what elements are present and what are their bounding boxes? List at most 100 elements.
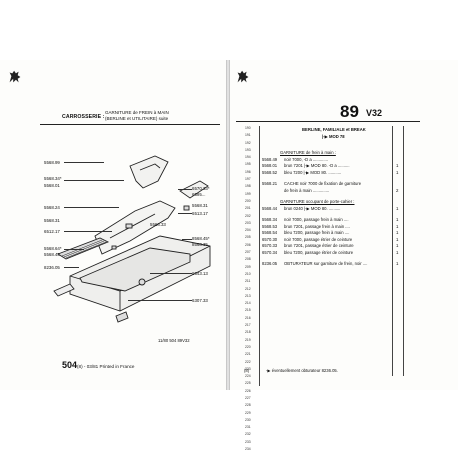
part-quantity: 1	[396, 223, 399, 229]
row-number: 219	[245, 337, 251, 342]
callout-ref: 8568.45*	[192, 236, 210, 241]
part-reference: 5568.54	[262, 230, 278, 235]
book-spine	[226, 60, 230, 390]
row-number: 218	[245, 330, 251, 335]
peugeot-lion-logo-right	[234, 68, 252, 86]
row-number: 206	[245, 242, 251, 247]
part-quantity: 1	[396, 217, 399, 222]
part-quantity: 1	[396, 249, 399, 255]
callout-ref: 6513.17	[192, 211, 208, 216]
leader-line	[150, 273, 192, 274]
leader-line	[182, 239, 192, 240]
callout-ref: 6307.33	[192, 298, 208, 303]
callout-ref: 8568.35	[192, 242, 208, 247]
row-number: 227	[245, 395, 251, 400]
row-number: 221	[245, 352, 251, 357]
leader-line	[64, 249, 84, 250]
qty-column-rule	[392, 126, 393, 376]
row-number: 213	[245, 293, 251, 298]
part-description: brun 7201, passage étrier de ceinture	[284, 243, 354, 248]
part-quantity: 1	[396, 205, 399, 211]
part-description: brun 0240 |-▶ MOD 80. ..........	[284, 205, 341, 211]
leader-line	[64, 180, 124, 181]
row-number: 228	[245, 403, 251, 408]
row-number: 211	[245, 279, 251, 284]
row-number: 200	[245, 198, 251, 203]
applicability-model: |-▶ MOD 78	[322, 134, 345, 139]
row-number: 197	[245, 177, 251, 182]
footer-model: 504	[62, 360, 78, 370]
part-quantity: 1	[396, 261, 399, 266]
section-desc-2: (BERLINE et UTILITAIRE) suite	[105, 116, 169, 121]
leader-line	[64, 207, 119, 208]
row-number: 195	[245, 162, 251, 167]
row-number: 210	[245, 271, 251, 276]
part-reference: 5568.52	[262, 169, 278, 175]
row-number: 220	[245, 344, 251, 349]
callout-ref: 5568.64*	[44, 246, 62, 251]
leader-line	[128, 300, 192, 301]
row-number: 208	[245, 257, 251, 262]
callout-ref: 6512.17	[44, 229, 60, 234]
page-code: V32	[366, 108, 383, 118]
right-page	[228, 60, 458, 390]
row-number: 234	[245, 447, 251, 452]
part-quantity: 1	[396, 243, 399, 248]
callout-ref: 5568.31	[192, 203, 208, 208]
row-number: 217	[245, 323, 251, 328]
row-number: 231	[245, 425, 251, 430]
row-number: 225	[245, 381, 251, 386]
part-reference: 5568.53	[262, 223, 278, 229]
row-number: 216	[245, 315, 251, 320]
row-number: 202	[245, 213, 251, 218]
row-number: 230	[245, 417, 251, 422]
row-number: 196	[245, 169, 251, 174]
page-number: 89	[340, 102, 359, 121]
row-number: 201	[245, 206, 251, 211]
callout-ref: 6570.33*	[192, 186, 210, 191]
callout-ref: 5568.31	[44, 218, 60, 223]
callout-ref: 5568.45	[44, 252, 60, 257]
footnote-mark: (8)	[244, 368, 250, 373]
leader-line	[64, 267, 79, 268]
part-description: bleu 7200, passage étrier de ceinture	[284, 249, 354, 255]
part-description: de frein à main ..............	[284, 187, 330, 193]
applicability-title: BERLINE, FAMILIALE et BREAK	[302, 127, 366, 132]
footer-print-info: (8) - 03/81 Printed in France	[77, 364, 135, 369]
row-number: 232	[245, 432, 251, 437]
section-desc-1: GARNITURE de FREIN à MAIN	[105, 110, 169, 115]
footnote: -▶ éventuellement obturateur 8236.05.	[266, 368, 338, 373]
qty-column-rule	[403, 126, 404, 376]
part-quantity: 1	[396, 230, 399, 235]
row-number: 215	[245, 308, 251, 313]
callout-ref: 5568.01	[44, 183, 60, 188]
part-description: noir 7000, passage étrier de ceinture	[284, 236, 353, 242]
leader-line	[178, 213, 192, 214]
section-title: CARROSSERIE :	[62, 114, 105, 120]
row-number: 205	[245, 235, 251, 240]
part-reference: 5568.21	[262, 181, 278, 186]
row-number: 226	[245, 388, 251, 393]
row-number: 192	[245, 140, 251, 145]
header-rule	[40, 124, 220, 125]
part-reference: 6570.30	[262, 236, 278, 242]
part-description: brun 7201 |-▶ MOD 80. -D a ..........	[284, 163, 350, 168]
row-number: 194	[245, 155, 251, 160]
group-heading: GARNITURE occupant de porte-cahier :	[280, 199, 355, 204]
handbrake-trim-drawing	[53, 155, 211, 323]
row-number: 198	[245, 184, 251, 189]
row-number: 199	[245, 191, 251, 196]
row-number: 222	[245, 359, 251, 364]
footer-left: 504(8) - 03/81 Printed in France	[62, 360, 134, 370]
row-number: 224	[245, 374, 251, 379]
part-quantity: 1	[396, 236, 399, 242]
part-quantity: 1	[396, 163, 399, 168]
row-number: 212	[245, 286, 251, 291]
part-description: brun 7201, passage frein à main ....	[284, 223, 350, 229]
part-quantity: 1	[396, 169, 399, 175]
callout-ref: 6595...	[192, 192, 206, 197]
part-description: CACHE noir 7000 de fixation de garniture	[284, 181, 362, 186]
callout-ref: 6543.13	[192, 271, 208, 276]
leader-line	[64, 231, 112, 232]
